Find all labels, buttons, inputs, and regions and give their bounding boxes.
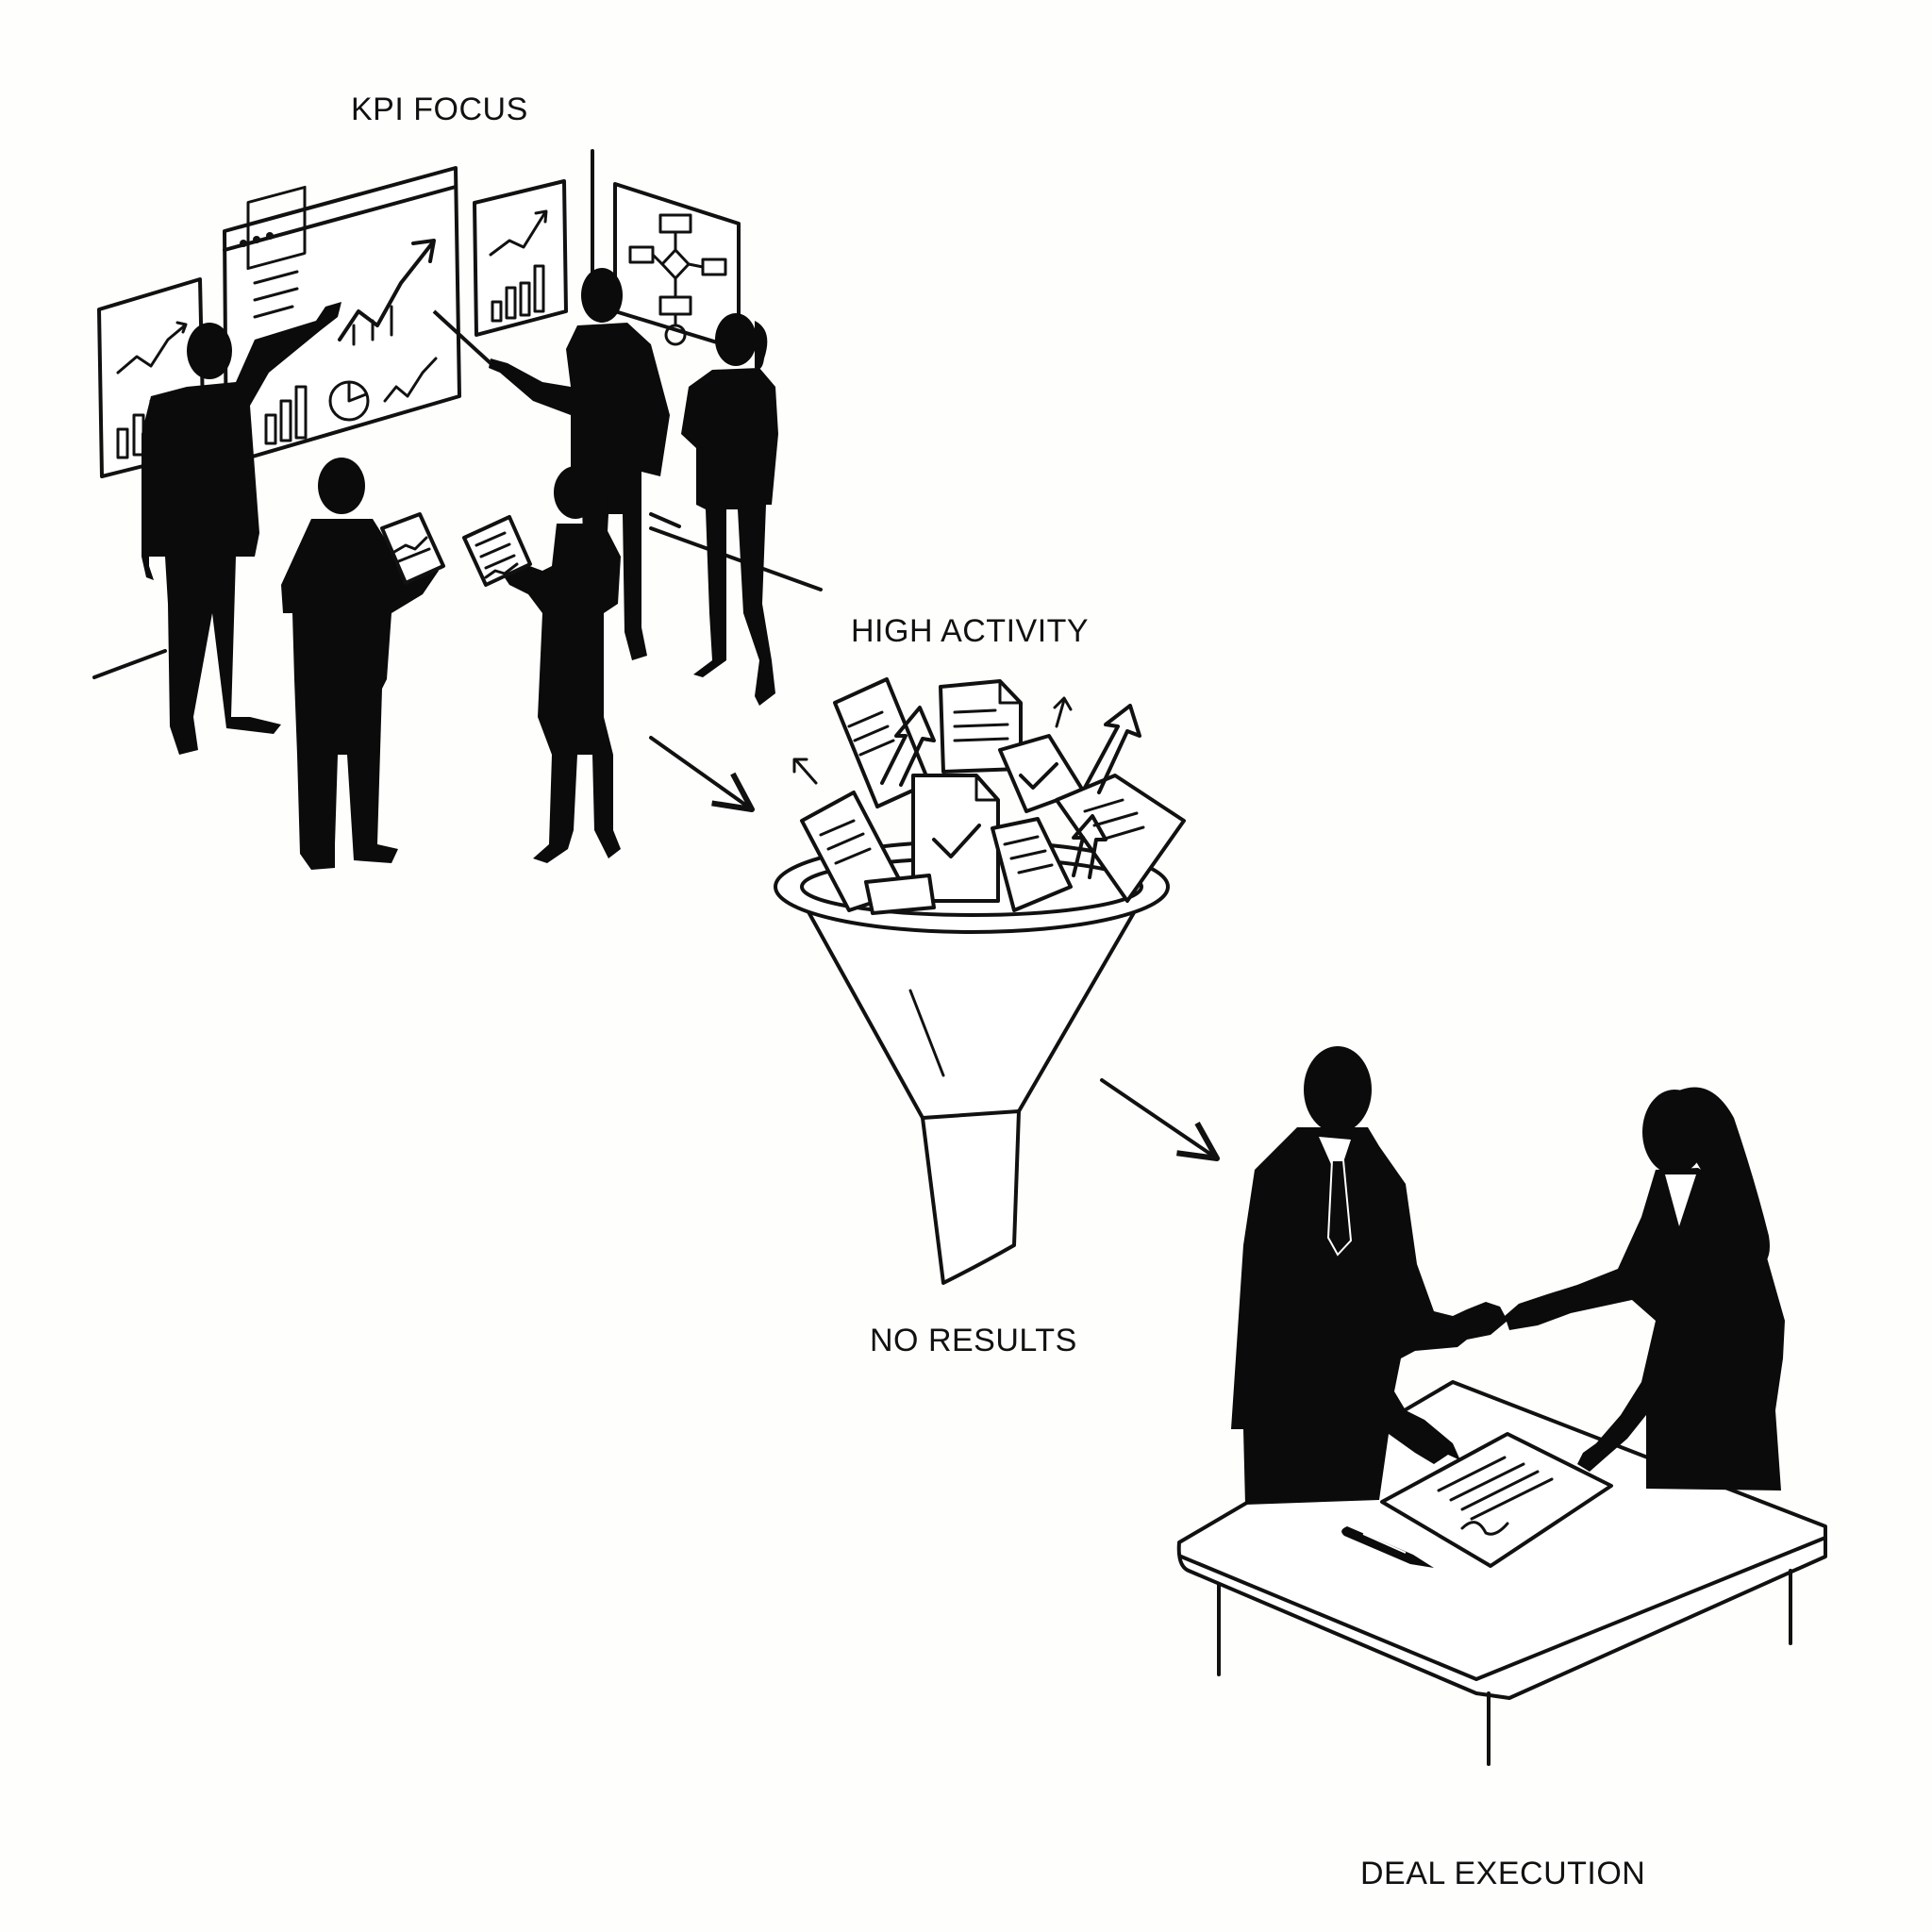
pen-icon — [1341, 1526, 1434, 1568]
necktie — [1326, 1159, 1353, 1257]
blouse-collar — [1665, 1174, 1696, 1226]
chart-board-right — [473, 179, 568, 337]
funnel — [774, 840, 1170, 1285]
person-presenter-left — [142, 302, 341, 755]
document-icon — [1055, 774, 1186, 903]
document-icon — [991, 817, 1073, 912]
person-tablet-viewer — [281, 458, 439, 870]
document-icon — [864, 874, 936, 915]
kpi-focus-scene: KPI FOCUS — [92, 92, 823, 870]
person-dealmaker-woman — [1505, 1087, 1785, 1491]
dashboard-board — [223, 166, 461, 466]
person-observer-right — [681, 313, 778, 706]
activity-arrows — [792, 696, 1141, 879]
person-presenter-center — [432, 268, 670, 660]
flowchart-board — [613, 182, 741, 351]
activity-documents — [800, 677, 1186, 915]
activity-funnel-scene: HIGH ACTIVITY — [774, 613, 1220, 1358]
tablet-device — [380, 512, 445, 585]
person-dealmaker-man — [1231, 1046, 1507, 1505]
contract-document — [1380, 1432, 1613, 1568]
clipboard — [462, 515, 532, 587]
deal-execution-label: DEAL EXECUTION — [1360, 1856, 1645, 1891]
team-silhouettes — [142, 268, 778, 870]
shirt-collar — [1319, 1137, 1351, 1179]
kpi-focus-label: KPI FOCUS — [351, 92, 528, 127]
high-activity-label: HIGH ACTIVITY — [851, 613, 1089, 649]
flow-arrow-kpi-to-activity — [649, 736, 755, 812]
person-clipboard-writer — [500, 466, 621, 863]
deal-execution-scene: DEAL EXECUTION — [1176, 1046, 1827, 1891]
document-icon — [998, 734, 1085, 813]
flow-arrow-activity-to-deal — [1100, 1078, 1220, 1161]
no-results-label: NO RESULTS — [870, 1323, 1077, 1358]
